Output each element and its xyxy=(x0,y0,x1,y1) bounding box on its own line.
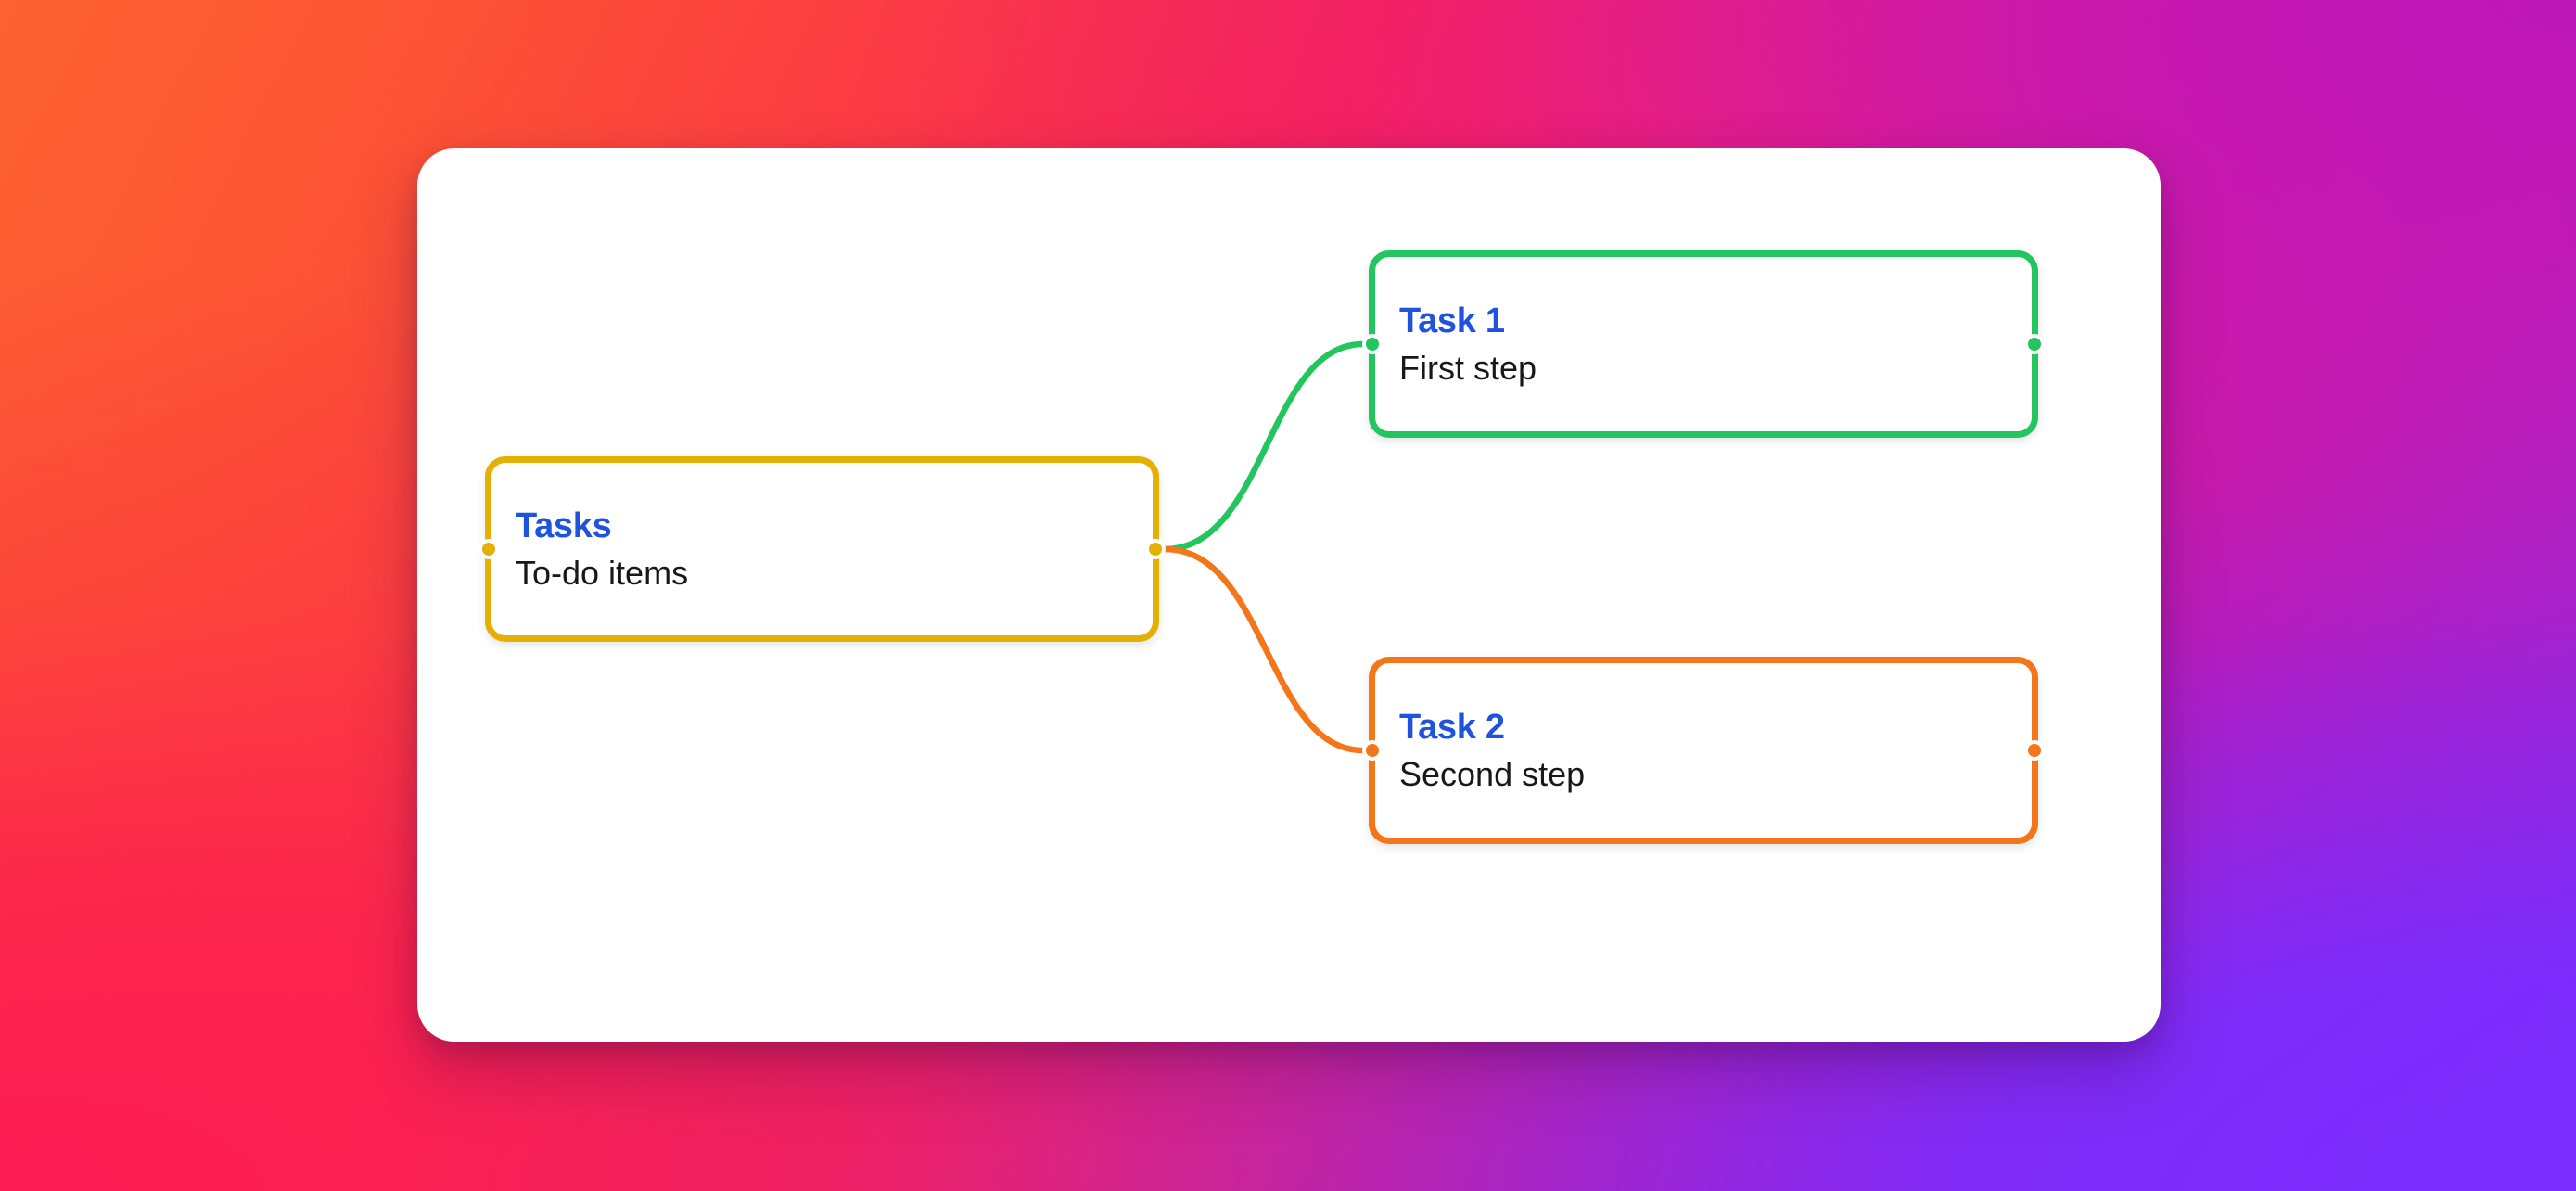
node-tasks[interactable]: Tasks To-do items xyxy=(478,456,1166,642)
node-task1-subtitle: First step xyxy=(1399,349,1537,388)
node-tasks-subtitle: To-do items xyxy=(516,554,689,593)
handle-tasks-right[interactable] xyxy=(1145,539,1166,559)
handle-task2-left[interactable] xyxy=(1362,740,1383,761)
edge-tasks-to-task2[interactable] xyxy=(1161,545,1367,754)
handle-task1-left[interactable] xyxy=(1362,334,1383,354)
handle-tasks-left[interactable] xyxy=(478,539,499,559)
node-task1[interactable]: Task 1 First step xyxy=(1362,250,2045,438)
node-task2[interactable]: Task 2 Second step xyxy=(1362,657,2045,844)
flow-canvas-card[interactable]: Tasks To-do items Task 1 First step Task… xyxy=(417,148,2161,1042)
edge-tasks-to-task1[interactable] xyxy=(1161,340,1367,553)
node-task1-title: Task 1 xyxy=(1399,301,1505,340)
node-task2-subtitle: Second step xyxy=(1399,755,1586,794)
handle-task1-right[interactable] xyxy=(2024,334,2045,354)
node-task2-title: Task 2 xyxy=(1399,707,1505,747)
node-tasks-title: Tasks xyxy=(516,506,612,545)
handle-task2-right[interactable] xyxy=(2024,740,2045,761)
